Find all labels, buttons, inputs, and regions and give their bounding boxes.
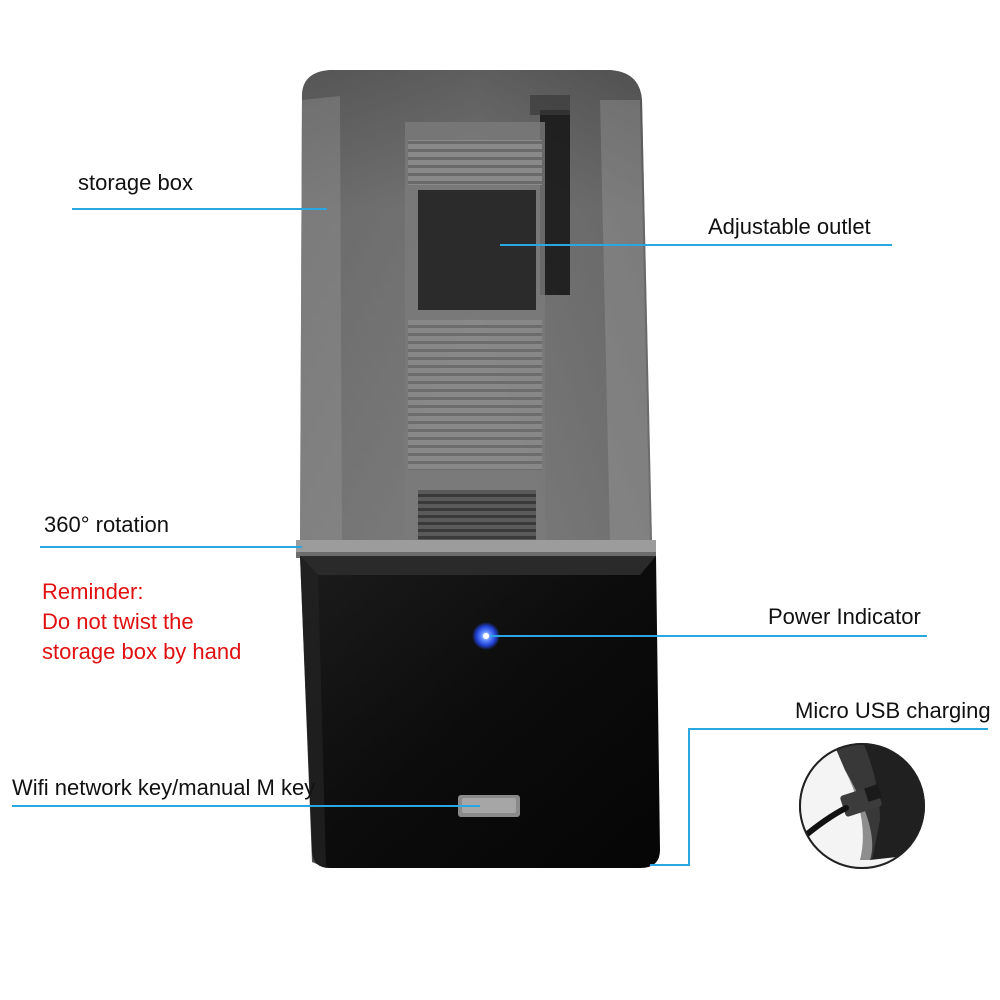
micro-usb-leader-line-top bbox=[688, 728, 988, 730]
adjustable-outlet-label: Adjustable outlet bbox=[708, 214, 871, 239]
power-indicator-leader-line bbox=[490, 635, 927, 637]
micro-usb-leader-line-bottom bbox=[650, 864, 690, 866]
storage-box-label: storage box bbox=[78, 170, 193, 195]
reminder-title: Reminder: bbox=[42, 579, 144, 604]
wifi-key-label: Wifi network key/manual M key bbox=[12, 775, 316, 800]
power-indicator-label: Power Indicator bbox=[768, 604, 921, 629]
rotation-leader-line bbox=[40, 546, 302, 548]
micro-usb-label: Micro USB charging bbox=[795, 698, 991, 723]
adjustable-outlet-leader-line bbox=[500, 244, 892, 246]
reminder-line-1: Do not twist the bbox=[42, 609, 194, 634]
reminder-text: Reminder: Do not twist the storage box b… bbox=[42, 577, 241, 667]
wifi-key-leader-line bbox=[12, 805, 480, 807]
reminder-line-2: storage box by hand bbox=[42, 639, 242, 664]
micro-usb-leader-line-vertical bbox=[688, 728, 690, 866]
storage-box-leader-line bbox=[72, 208, 327, 210]
rotation-label: 360° rotation bbox=[44, 512, 169, 537]
